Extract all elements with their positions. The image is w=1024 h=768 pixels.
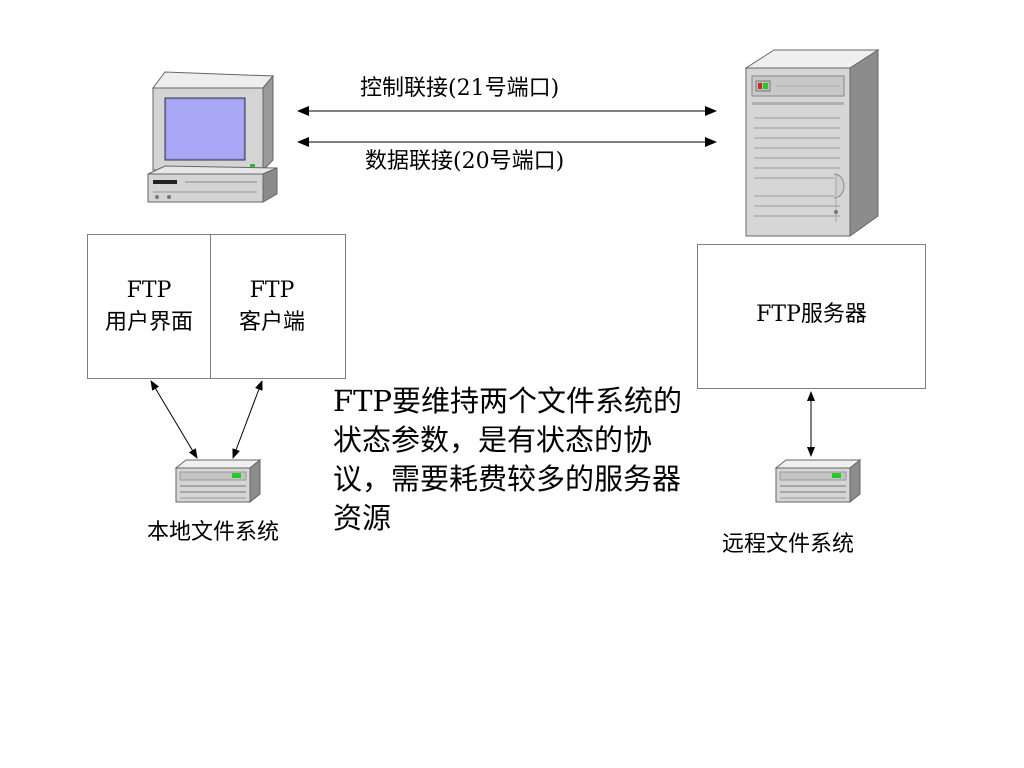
ftp-server-label: FTP服务器 xyxy=(756,302,867,327)
ftp-ui-subtitle: 用户界面 xyxy=(104,310,193,335)
ftp-client-subtitle: 客户端 xyxy=(238,310,305,335)
desktop-computer-icon xyxy=(147,71,278,203)
ftp-server-box xyxy=(697,244,926,389)
control-connection-label: 控制联接(21号端口) xyxy=(360,76,560,101)
stateful-protocol-note: FTP要维持两个文件系统的状态参数，是有状态的协议，需要耗费较多的服务器资源 xyxy=(333,384,682,535)
local-fs-label: 本地文件系统 xyxy=(147,520,280,545)
client-to-local-fs-arrow xyxy=(232,380,263,459)
ftp-client-box xyxy=(210,234,346,379)
ui-to-local-fs-arrow xyxy=(150,380,198,459)
ftp-client-title: FTP xyxy=(249,278,295,303)
tower-server-icon xyxy=(744,49,880,237)
ftp-ui-title: FTP xyxy=(126,278,172,303)
ftp-ui-box xyxy=(87,234,211,379)
remote-disk-drive-icon xyxy=(774,458,862,504)
data-connection-label: 数据联接(20号端口) xyxy=(365,149,565,174)
local-disk-drive-icon xyxy=(174,458,262,504)
remote-fs-label: 远程文件系统 xyxy=(722,532,855,557)
